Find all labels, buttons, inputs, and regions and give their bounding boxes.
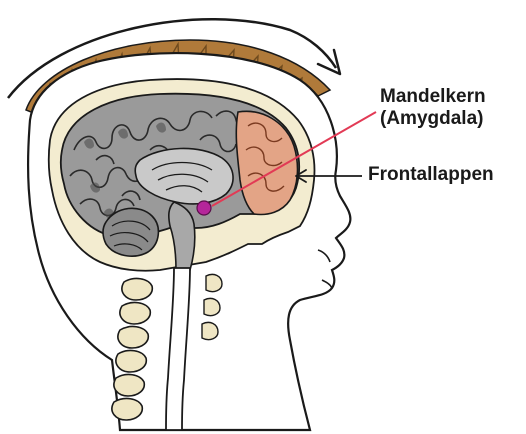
amygdala-label-line2: (Amygdala) — [380, 108, 486, 130]
amygdala-label: Mandelkern (Amygdala) — [380, 86, 486, 130]
amygdala-label-line1: Mandelkern — [380, 86, 486, 108]
frontal-lobe-label: Frontallappen — [368, 164, 494, 186]
cerebellum — [103, 208, 158, 256]
amygdala-dot — [197, 201, 211, 215]
